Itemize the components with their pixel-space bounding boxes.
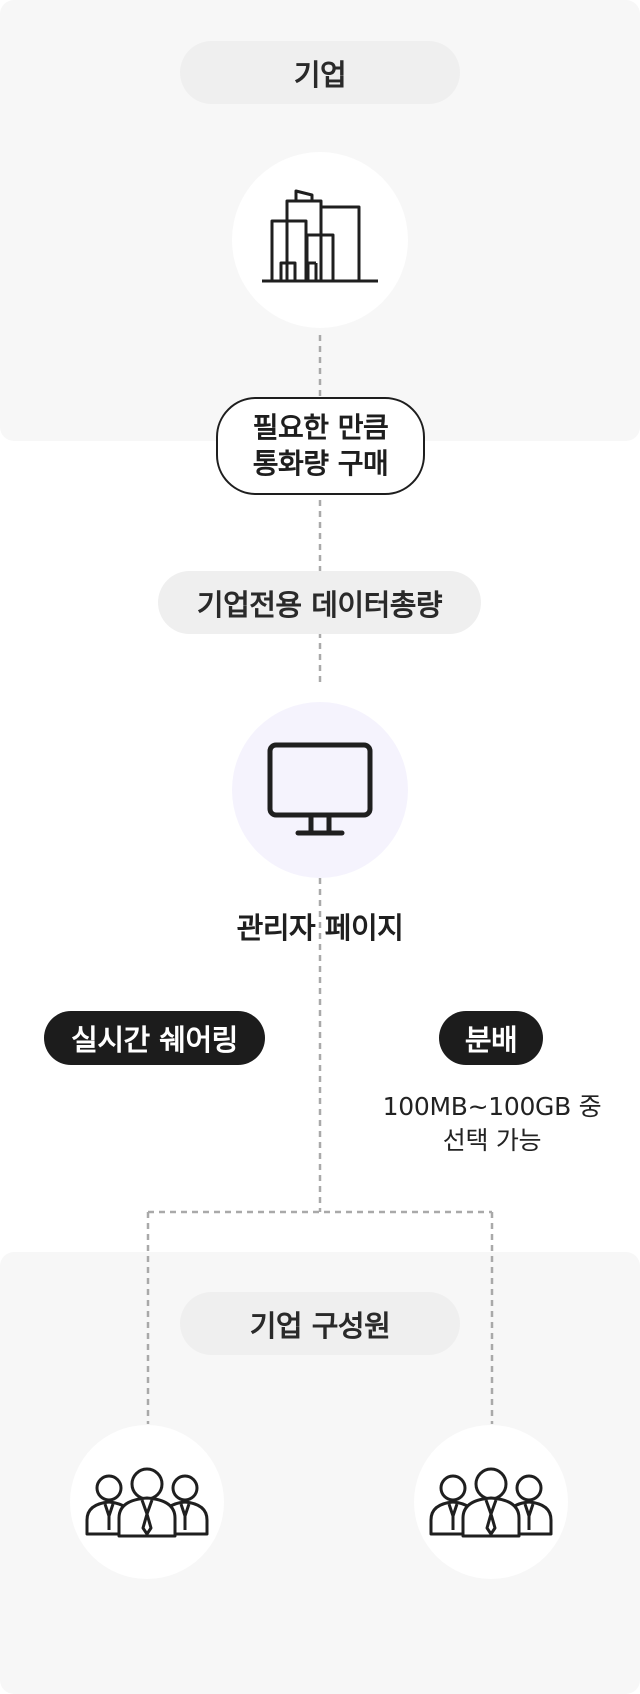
- admin-page-label: 관리자 페이지: [236, 911, 404, 945]
- distribution-badge: 분배: [439, 1011, 543, 1065]
- purchase-badge: 필요한 만큼 통화량 구매: [216, 397, 425, 495]
- purchase-line-2: 통화량 구매: [252, 447, 389, 480]
- data-pool-label: 기업전용 데이터총량: [158, 571, 481, 634]
- sharing-badge: 실시간 쉐어링: [44, 1011, 265, 1065]
- members-icon-circle-left: [70, 1425, 224, 1579]
- admin-icon-circle: [232, 702, 408, 878]
- distribution-desc-line-1: 100MB~100GB 중: [382, 1092, 602, 1121]
- distribution-desc-line-2: 선택 가능: [442, 1126, 542, 1155]
- building-icon: [262, 189, 378, 283]
- people-group-icon: [429, 1467, 553, 1538]
- purchase-line-1: 필요한 만큼: [252, 411, 389, 445]
- distribution-description: 100MB~100GB 중 선택 가능: [352, 1090, 632, 1158]
- monitor-icon: [267, 742, 373, 836]
- company-icon-circle: [232, 152, 408, 328]
- members-label: 기업 구성원: [180, 1292, 460, 1355]
- people-group-icon: [85, 1467, 209, 1538]
- members-icon-circle-right: [414, 1425, 568, 1579]
- company-label: 기업: [180, 41, 460, 104]
